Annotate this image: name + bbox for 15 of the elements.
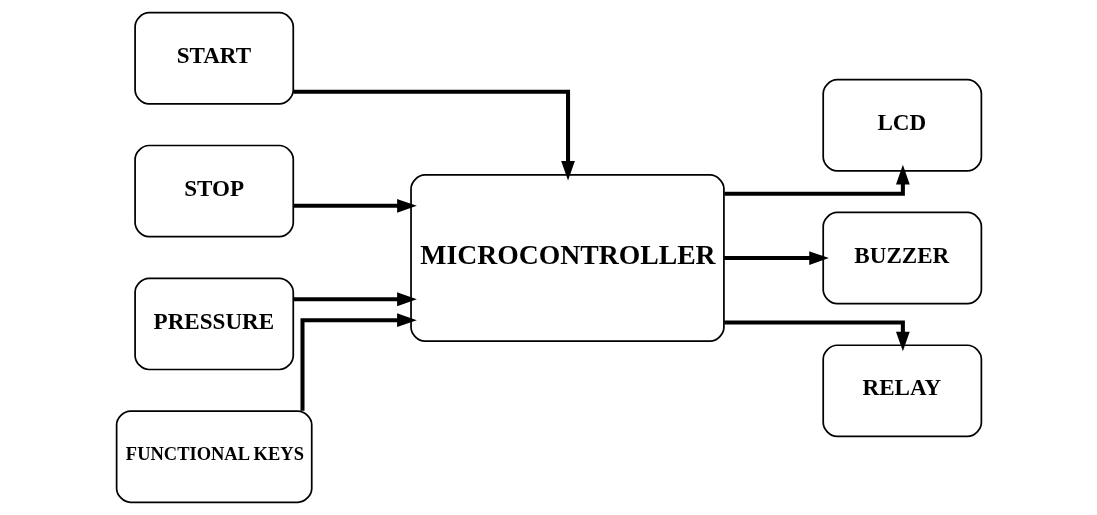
- node-box: MICROCONTROLLER: [409, 174, 725, 343]
- arrow: [723, 164, 910, 196]
- node-box: START: [133, 11, 294, 105]
- arrow: [723, 320, 910, 352]
- node-box: RELAY: [821, 344, 982, 438]
- arrow: [293, 89, 575, 181]
- arrow: [300, 313, 417, 411]
- arrow: [723, 251, 829, 265]
- node-box: LCD: [821, 78, 982, 172]
- node-box: PRESSURE: [133, 277, 294, 371]
- arrow: [292, 292, 417, 307]
- arrow: [292, 198, 417, 213]
- node-box: FUNCTIONAL KEYS: [115, 410, 313, 504]
- node-box: BUZZER: [821, 211, 982, 305]
- node-box: STOP: [133, 144, 294, 238]
